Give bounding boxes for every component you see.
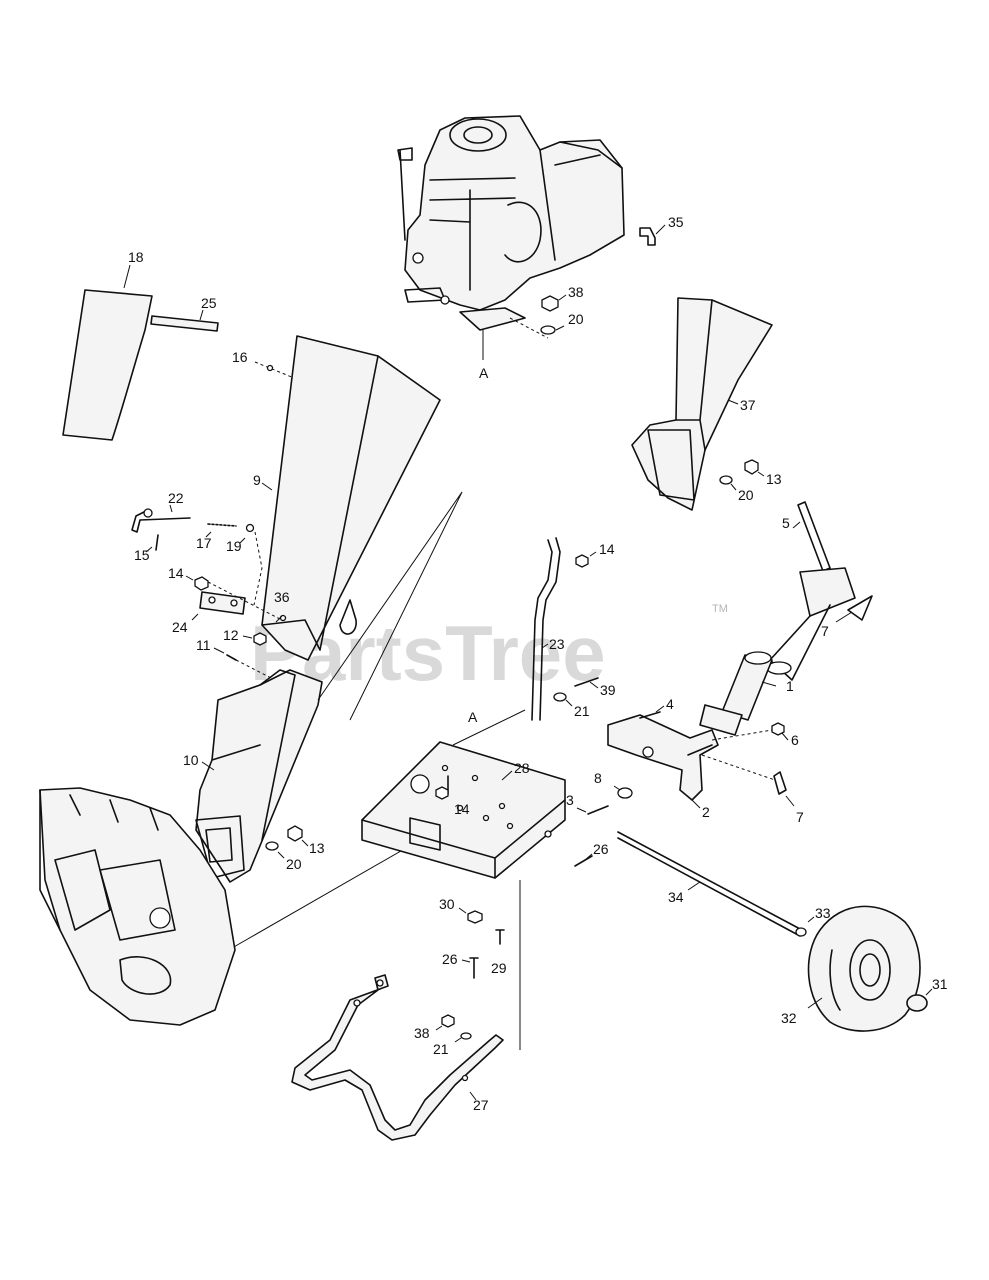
- ref-a-engine: A: [479, 365, 489, 381]
- callout-1: 1: [786, 678, 794, 694]
- part-9-chute: [261, 335, 441, 661]
- callout-30: 30: [439, 896, 455, 912]
- part-28-frame: [361, 741, 566, 879]
- inlet-chute-hardware: [719, 459, 765, 491]
- callout-3: 3: [566, 792, 574, 808]
- callout-2: 2: [702, 804, 710, 820]
- part-18-flap: [62, 264, 153, 441]
- callout-8: 8: [594, 770, 602, 786]
- callout-27: 27: [473, 1097, 489, 1113]
- callout-26-lower: 26: [442, 951, 458, 967]
- callout-9: 9: [253, 472, 261, 488]
- callout-14-hinge: 14: [168, 565, 184, 581]
- callout-20-lower: 20: [286, 856, 302, 872]
- callout-10: 10: [183, 752, 199, 768]
- callout-28: 28: [514, 760, 530, 776]
- lower-chute-hardware: [265, 825, 309, 859]
- callout-7-upper: 7: [821, 623, 829, 639]
- ref-a-frame: A: [468, 709, 478, 725]
- bolts-11-12: [213, 632, 276, 681]
- chipper-housing: [39, 787, 236, 1026]
- callout-16: 16: [232, 349, 248, 365]
- callout-36: 36: [274, 589, 290, 605]
- callout-38-leg: 38: [414, 1025, 430, 1041]
- watermark-tm: TM: [712, 603, 728, 615]
- part-31-hub-cap: [906, 988, 933, 1012]
- bolt-26-frame: [574, 853, 593, 867]
- callout-39: 39: [600, 682, 616, 698]
- engine: [397, 115, 625, 360]
- part-37-inlet-chute: [631, 297, 773, 511]
- callout-19: 19: [226, 538, 242, 554]
- engine-nut-washer: [540, 294, 567, 335]
- callout-14-rod: 14: [599, 541, 615, 557]
- lower-hardware: [458, 880, 521, 1050]
- part-25-bar: [150, 309, 219, 332]
- callout-18: 18: [128, 249, 144, 265]
- latch-hardware: [131, 504, 263, 606]
- bolt-39-washer-21: [553, 677, 599, 707]
- callout-37: 37: [740, 397, 756, 413]
- ref-a-line: [452, 709, 526, 746]
- callout-4: 4: [666, 696, 674, 712]
- callout-21-leg: 21: [433, 1041, 449, 1057]
- guide-line-1: [317, 491, 463, 721]
- callout-17: 17: [196, 535, 212, 551]
- callout-13-chute: 13: [766, 471, 782, 487]
- callout-38-engine: 38: [568, 284, 584, 300]
- callout-26-frame: 26: [593, 841, 609, 857]
- part-10-lower-chute: [195, 669, 323, 883]
- callout-12: 12: [223, 627, 239, 643]
- callout-29: 29: [491, 960, 507, 976]
- callout-24: 24: [172, 619, 188, 635]
- callout-14-frame: 14: [454, 801, 470, 817]
- hinge-assembly: [185, 575, 287, 623]
- callout-34: 34: [668, 889, 684, 905]
- callout-5: 5: [782, 515, 790, 531]
- callout-31: 31: [932, 976, 948, 992]
- part-35-elbow: [639, 224, 666, 246]
- callout-13-lower: 13: [309, 840, 325, 856]
- callout-7-lower: 7: [796, 809, 804, 825]
- callout-6: 6: [791, 732, 799, 748]
- part-1-tow-tube: [699, 501, 873, 736]
- part-27-leg: [291, 974, 504, 1141]
- part-32-wheel: [807, 905, 921, 1032]
- part-2-bracket: [607, 714, 719, 809]
- callout-33: 33: [815, 905, 831, 921]
- callout-20-engine: 20: [568, 311, 584, 327]
- leader-7-upper: [835, 611, 853, 623]
- callout-21-rod: 21: [574, 703, 590, 719]
- callout-35: 35: [668, 214, 684, 230]
- bracket-hardware: [576, 705, 795, 815]
- callout-22: 22: [168, 490, 184, 506]
- callout-11: 11: [196, 637, 211, 653]
- callout-32: 32: [781, 1010, 797, 1026]
- part-34-axle: [617, 831, 815, 937]
- part-23-rod: [531, 537, 597, 721]
- guide-line-2: [231, 839, 421, 949]
- callout-23: 23: [549, 636, 565, 652]
- callout-25: 25: [201, 295, 217, 311]
- callout-15: 15: [134, 547, 150, 563]
- callout-20-chute: 20: [738, 487, 754, 503]
